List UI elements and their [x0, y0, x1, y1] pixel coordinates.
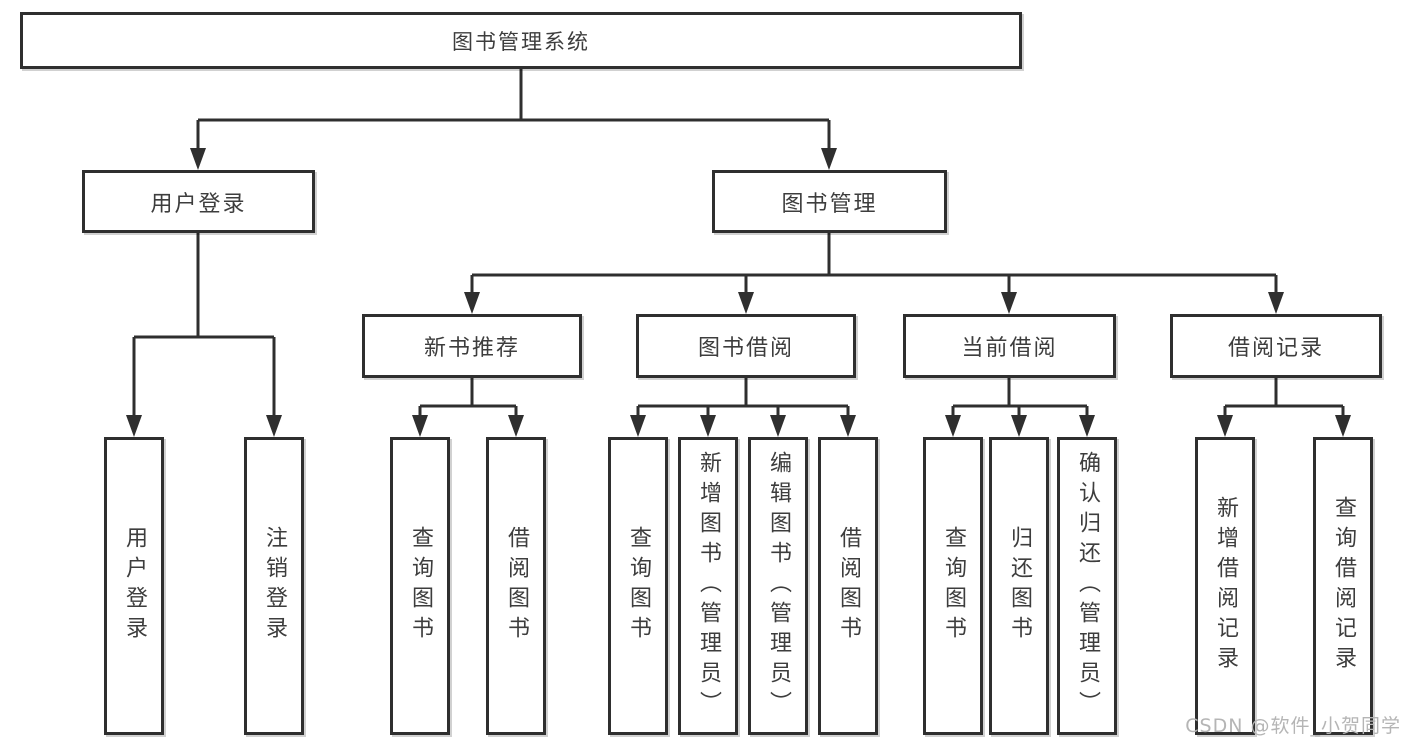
- leaf-query-borrow-record: 查询借阅记录: [1313, 437, 1373, 735]
- node-book-management-branch: 图书管理: [712, 170, 947, 233]
- node-borrowing-records: 借阅记录: [1170, 314, 1382, 378]
- leaf-query-books-current: 查询图书: [923, 437, 983, 735]
- node-new-book-recommendation: 新书推荐: [362, 314, 582, 378]
- leaf-logout: 注销登录: [244, 437, 304, 735]
- csdn-watermark: CSDN @软件_小贺同学: [1185, 715, 1401, 737]
- leaf-return-books: 归还图书: [989, 437, 1049, 735]
- leaf-user-login: 用户登录: [104, 437, 164, 735]
- connector-arrowheads: [126, 148, 1351, 437]
- node-library-management-system: 图书管理系统: [20, 12, 1022, 69]
- leaf-add-borrow-record: 新增借阅记录: [1195, 437, 1255, 735]
- leaf-add-books-admin: 新增图书（管理员）: [678, 437, 738, 735]
- leaf-borrow-books-recommend: 借阅图书: [486, 437, 546, 735]
- leaf-borrow-books: 借阅图书: [818, 437, 878, 735]
- node-current-borrowing: 当前借阅: [903, 314, 1116, 378]
- leaf-confirm-return-admin: 确认归还（管理员）: [1057, 437, 1117, 735]
- leaf-query-books-recommend: 查询图书: [390, 437, 450, 735]
- node-user-login-branch: 用户登录: [82, 170, 315, 233]
- node-book-borrowing: 图书借阅: [636, 314, 856, 378]
- connector-lines: [132, 69, 1345, 420]
- leaf-query-books-borrow: 查询图书: [608, 437, 668, 735]
- leaf-edit-books-admin: 编辑图书（管理员）: [748, 437, 808, 735]
